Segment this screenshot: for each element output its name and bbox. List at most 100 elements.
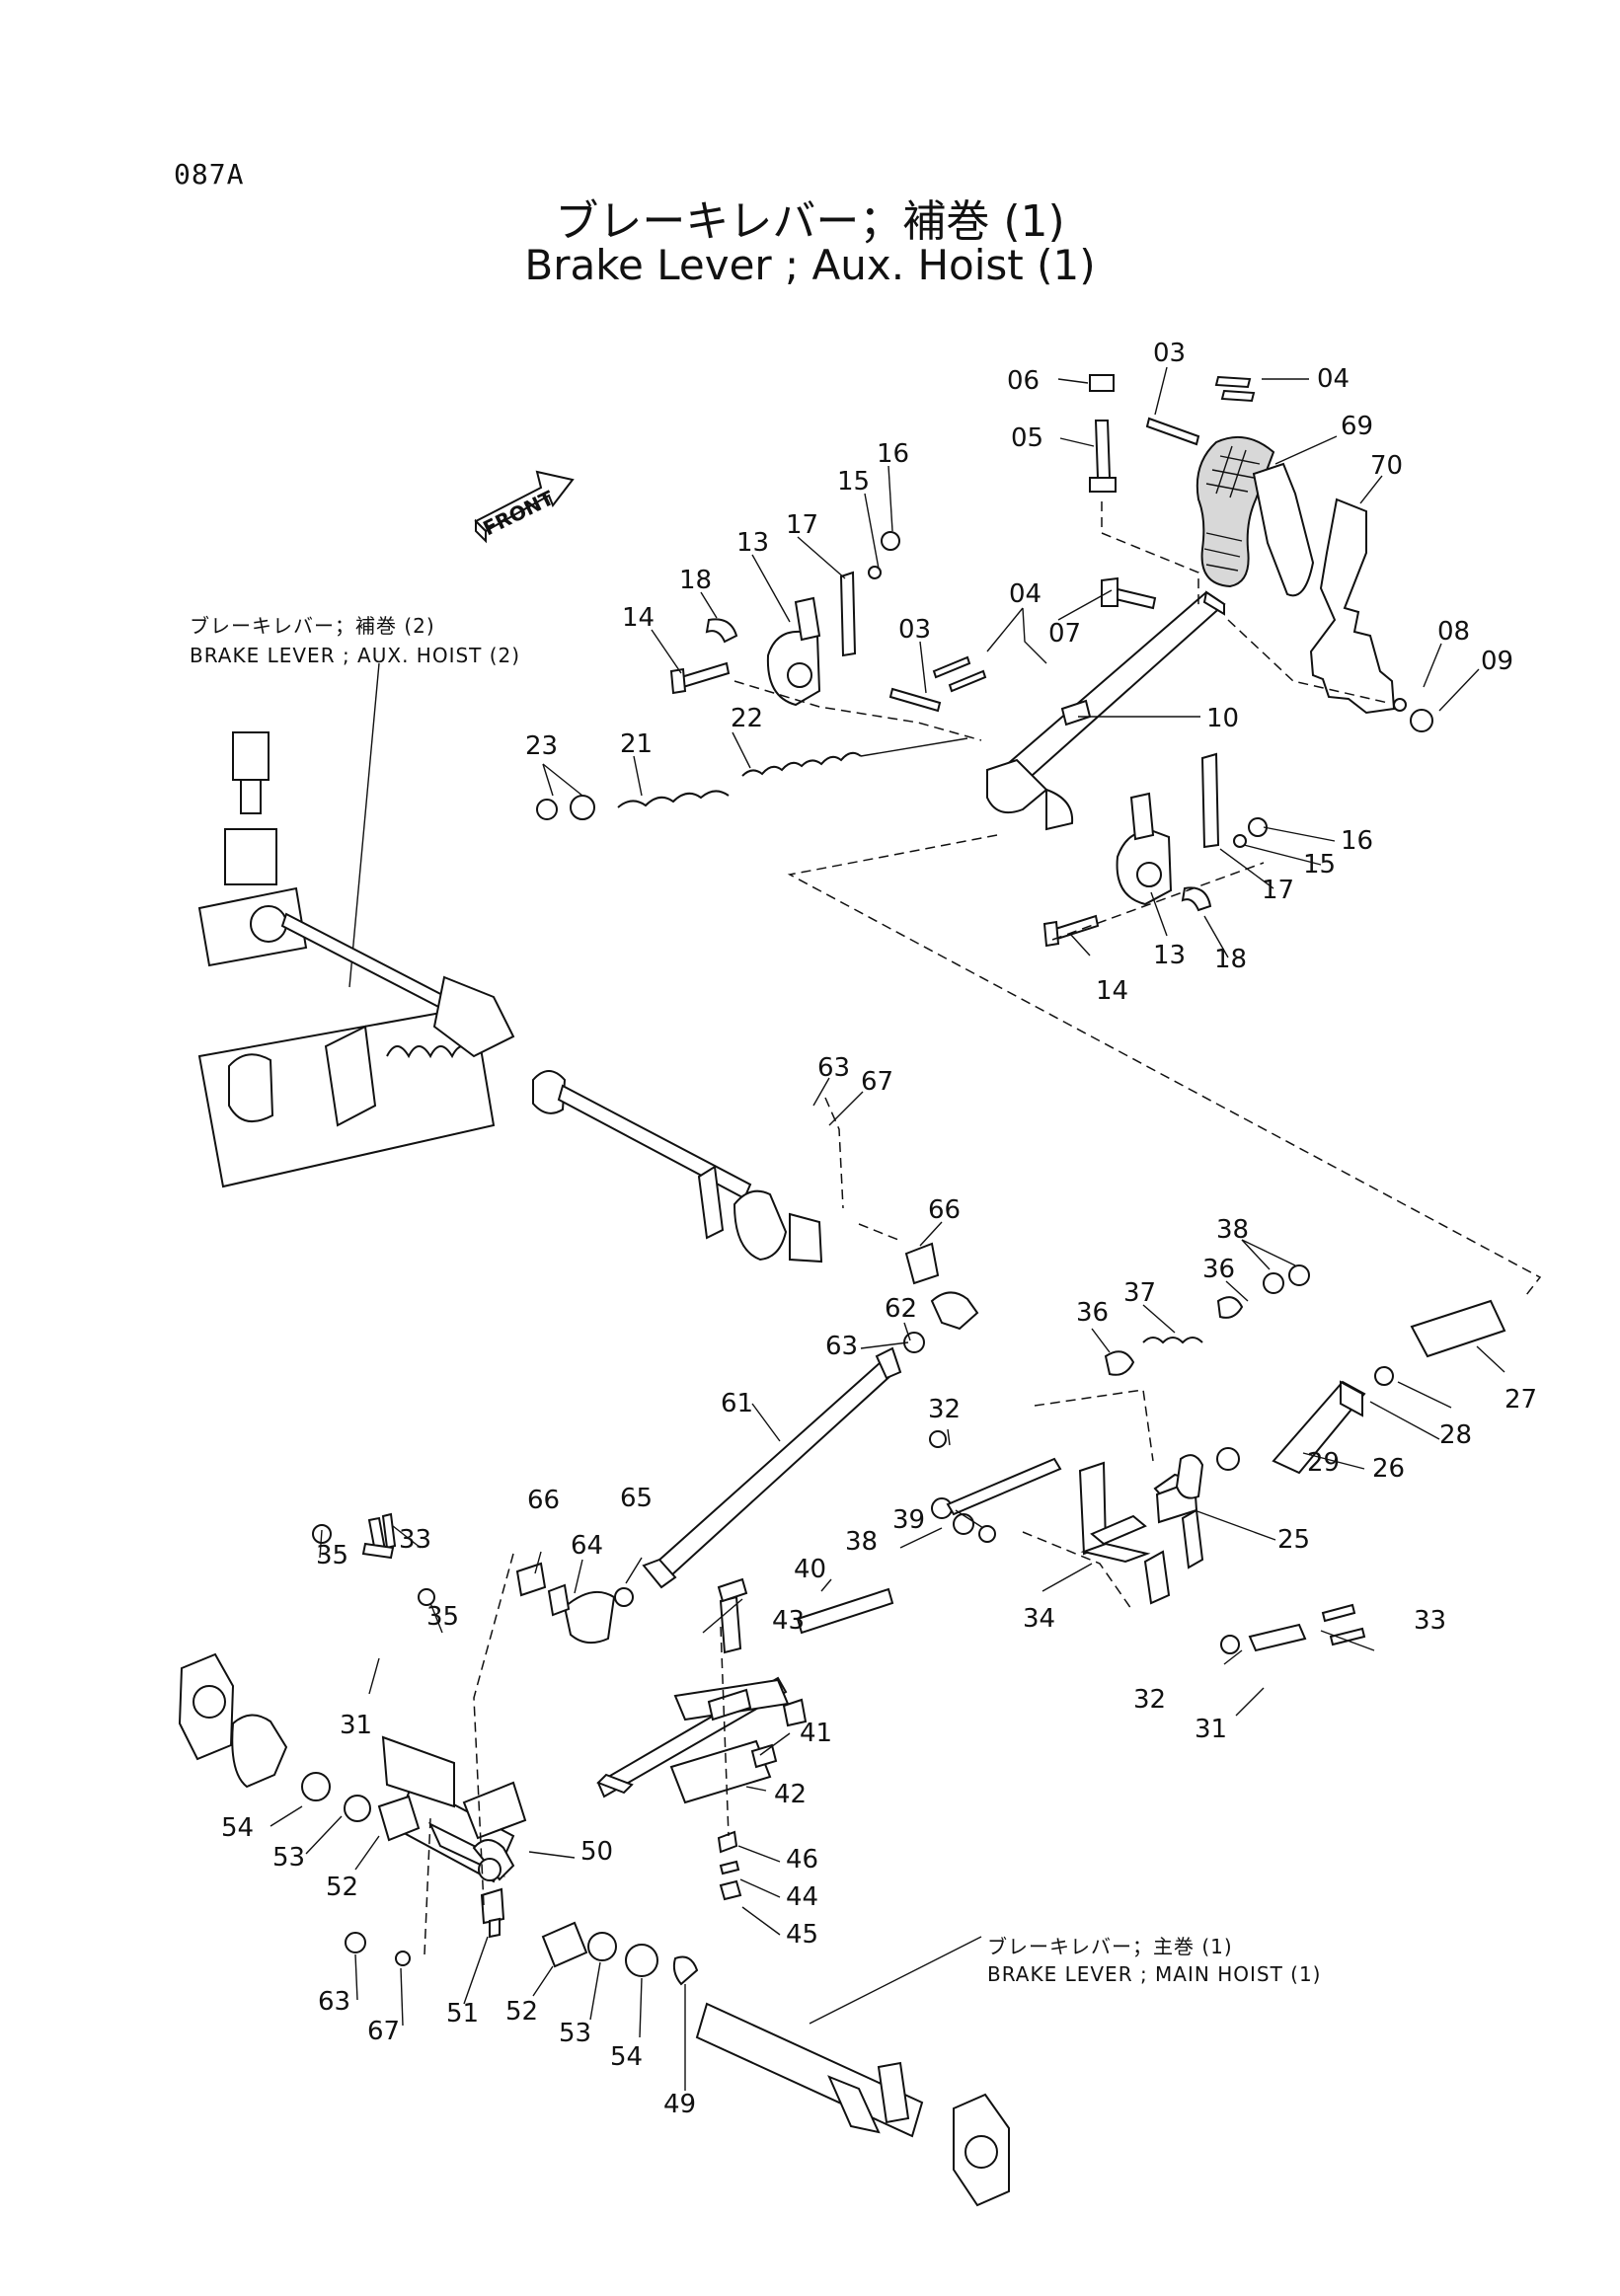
callout: 27 bbox=[1504, 1385, 1537, 1415]
springs bbox=[617, 737, 968, 808]
callout: 40 bbox=[794, 1555, 826, 1584]
callout: 18 bbox=[679, 566, 712, 595]
front-arrow-icon: FRONT bbox=[474, 470, 575, 544]
callout: 14 bbox=[1096, 976, 1128, 1006]
callout: 06 bbox=[1007, 366, 1040, 396]
callout: 13 bbox=[736, 528, 769, 558]
callout: 33 bbox=[1414, 1606, 1446, 1636]
callout: 43 bbox=[772, 1606, 805, 1636]
callout-leaders bbox=[270, 366, 1505, 2091]
callout: 18 bbox=[1214, 945, 1247, 974]
callout: 04 bbox=[1009, 579, 1041, 609]
pedal-bracket bbox=[1309, 497, 1396, 715]
rod-61 bbox=[642, 1242, 979, 1589]
callout: 67 bbox=[861, 1067, 893, 1097]
assembly-lines bbox=[424, 501, 1542, 1955]
ref-aux-hoist-2-en: BRAKE LEVER ; AUX. HOIST (2) bbox=[190, 644, 521, 667]
callout: 17 bbox=[786, 510, 818, 540]
callout: 03 bbox=[1153, 339, 1186, 368]
callout: 61 bbox=[721, 1389, 753, 1418]
lever-arm bbox=[986, 590, 1226, 831]
callout: 54 bbox=[221, 1813, 254, 1843]
callout: 52 bbox=[326, 1873, 358, 1902]
callout: 08 bbox=[1437, 617, 1470, 647]
callout: 28 bbox=[1439, 1420, 1472, 1450]
callout: 41 bbox=[800, 1719, 832, 1748]
callout: 36 bbox=[1076, 1298, 1109, 1328]
callout: 32 bbox=[1133, 1685, 1166, 1715]
callout: 23 bbox=[525, 731, 558, 761]
callout: 10 bbox=[1206, 704, 1239, 733]
callout: 44 bbox=[786, 1882, 818, 1912]
callout: 07 bbox=[1048, 619, 1081, 649]
callout: 35 bbox=[316, 1541, 348, 1570]
callout: 66 bbox=[527, 1486, 560, 1515]
callout: 13 bbox=[1153, 941, 1186, 970]
callout: 46 bbox=[786, 1845, 818, 1875]
callout: 64 bbox=[571, 1531, 603, 1561]
callout: 66 bbox=[928, 1195, 961, 1225]
callout: 25 bbox=[1277, 1525, 1310, 1555]
callout: 17 bbox=[1262, 876, 1294, 905]
page-code: 087A bbox=[174, 158, 245, 191]
callout: 45 bbox=[786, 1920, 818, 1950]
upper-hardware bbox=[536, 374, 1433, 948]
ref-aux-hoist-2-jp: ブレーキレバー；補巻 (2) bbox=[190, 614, 435, 638]
callout: 35 bbox=[426, 1602, 459, 1632]
callout: 31 bbox=[340, 1711, 372, 1740]
lower-lever bbox=[381, 1577, 894, 1939]
callout: 03 bbox=[898, 615, 931, 645]
bushings bbox=[178, 1512, 1366, 1986]
callout: 38 bbox=[845, 1527, 878, 1557]
callout: 49 bbox=[663, 2090, 696, 2119]
callout: 34 bbox=[1023, 1604, 1055, 1634]
page-title-japanese: ブレーキレバー；補巻 (1) bbox=[555, 196, 1065, 247]
callout: 63 bbox=[318, 1987, 350, 2017]
callout: 54 bbox=[610, 2042, 643, 2072]
front-label: FRONT bbox=[479, 486, 558, 540]
upper-bearing bbox=[766, 571, 857, 707]
callout: 53 bbox=[559, 2019, 591, 2048]
callout: 31 bbox=[1195, 1715, 1227, 1744]
callout: 16 bbox=[877, 439, 909, 469]
callout: 09 bbox=[1481, 647, 1513, 676]
callout: 16 bbox=[1341, 826, 1373, 856]
callout: 52 bbox=[505, 1997, 538, 2027]
brake-pedal bbox=[1196, 435, 1315, 597]
callout: 39 bbox=[892, 1505, 925, 1535]
callout: 50 bbox=[580, 1837, 613, 1867]
callout: 69 bbox=[1341, 412, 1373, 441]
callout: 51 bbox=[446, 1999, 479, 2028]
callout: 53 bbox=[272, 1843, 305, 1873]
callout: 67 bbox=[367, 2017, 400, 2046]
callout: 36 bbox=[1202, 1255, 1235, 1284]
callout: 29 bbox=[1307, 1448, 1340, 1478]
callout: 15 bbox=[837, 467, 870, 497]
aux-hoist-2-assembly bbox=[197, 731, 823, 1263]
rod-end-64 bbox=[515, 1562, 634, 1645]
lower-bearing bbox=[1116, 752, 1220, 906]
callout: 04 bbox=[1317, 364, 1350, 394]
callout: 14 bbox=[622, 603, 655, 633]
callout: 65 bbox=[620, 1484, 653, 1513]
callout: 32 bbox=[928, 1395, 961, 1424]
callout: 05 bbox=[1011, 423, 1043, 453]
callout: 15 bbox=[1303, 850, 1336, 880]
callout: 42 bbox=[774, 1780, 807, 1809]
callout: 70 bbox=[1370, 451, 1403, 481]
callout: 63 bbox=[817, 1053, 850, 1083]
page-title-english: Brake Lever ; Aux. Hoist (1) bbox=[524, 241, 1096, 289]
callout-numbers: 06 03 04 05 69 70 16 15 17 13 18 14 07 0… bbox=[221, 339, 1537, 2119]
main-hoist-1-shaft bbox=[695, 2002, 1010, 2207]
ref-main-hoist-1-jp: ブレーキレバー；主巻 (1) bbox=[987, 1935, 1233, 1958]
callout: 62 bbox=[885, 1294, 917, 1324]
ref-main-hoist-1-en: BRAKE LEVER ; MAIN HOIST (1) bbox=[987, 1962, 1322, 1986]
callout: 26 bbox=[1372, 1454, 1405, 1484]
right-linkage bbox=[929, 1264, 1506, 1654]
callout: 38 bbox=[1216, 1215, 1249, 1245]
callout: 63 bbox=[825, 1332, 858, 1361]
callout: 37 bbox=[1123, 1278, 1156, 1308]
callout: 21 bbox=[620, 729, 653, 759]
